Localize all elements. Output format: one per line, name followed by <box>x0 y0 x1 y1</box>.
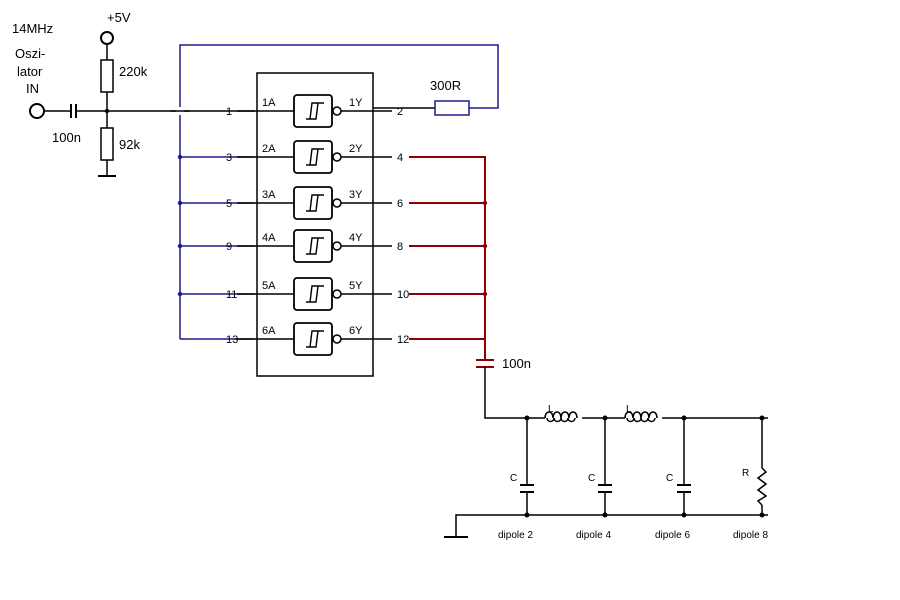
pin-number: 1 <box>226 106 232 118</box>
capacitor-label: C <box>588 473 595 484</box>
gate-output-label: 6Y <box>349 325 363 337</box>
capacitor-label: C <box>666 473 673 484</box>
resistor-300r-icon <box>434 100 470 116</box>
inverter-gate: 5 6 3A 3Y <box>226 186 403 220</box>
frequency-label: 14MHz <box>12 21 53 36</box>
supply-terminal-icon <box>100 31 114 45</box>
gate-input-label: 2A <box>262 143 276 155</box>
gate-input-label: 5A <box>262 280 276 292</box>
pin-number: 3 <box>226 152 232 164</box>
input-capacitor-label: 100n <box>52 130 81 145</box>
pin-number: 10 <box>397 289 409 301</box>
supply-label: +5V <box>107 10 131 25</box>
oscillator-label-3: IN <box>26 81 39 96</box>
gate-input-label: 3A <box>262 189 276 201</box>
inverter-gate: 3 4 2A 2Y <box>226 140 403 174</box>
pin-number: 12 <box>397 334 409 346</box>
gate-output-label: 3Y <box>349 189 363 201</box>
inverter-gate: 11 10 5A 5Y <box>226 277 409 311</box>
pin-number: 4 <box>397 152 403 164</box>
pin-number: 8 <box>397 241 403 253</box>
inductor-icon <box>624 411 658 423</box>
pin-number: 5 <box>226 198 232 210</box>
schmitt-trigger-icon <box>293 277 333 311</box>
gate-input-label: 1A <box>262 97 276 109</box>
pin-number: 2 <box>397 106 403 118</box>
dipole-label: dipole 4 <box>576 530 611 541</box>
resistor-92k-label: 92k <box>119 137 140 152</box>
dipole-label: dipole 6 <box>655 530 690 541</box>
schmitt-trigger-icon <box>293 94 333 128</box>
oscillator-label-1: Oszi- <box>15 46 45 61</box>
output-bus <box>409 156 494 368</box>
gate-output-label: 1Y <box>349 97 363 109</box>
inverter-gate: 9 8 4A 4Y <box>226 229 403 263</box>
gate-input-label: 4A <box>262 232 276 244</box>
schmitt-trigger-icon <box>293 229 333 263</box>
dipole-label: dipole 2 <box>498 530 533 541</box>
input-capacitor-icon <box>70 104 77 118</box>
schmitt-trigger-icon <box>293 140 333 174</box>
gate-output-label: 5Y <box>349 280 363 292</box>
oscillator-label-2: lator <box>17 64 43 79</box>
dipole-label: dipole 8 <box>733 530 768 541</box>
pin-number: 9 <box>226 241 232 253</box>
resistor-220k-icon <box>100 59 114 93</box>
output-capacitor-label: 100n <box>502 356 531 371</box>
resistor-label: R <box>742 468 749 479</box>
resistor-92k-icon <box>100 127 114 161</box>
inductor-icon <box>544 411 578 423</box>
resistor-220k-label: 220k <box>119 64 148 79</box>
capacitor-label: C <box>510 473 517 484</box>
schmitt-trigger-icon <box>293 322 333 356</box>
pin-number: 6 <box>397 198 403 210</box>
inverter-gate: 1 2 1A 1Y <box>226 94 403 128</box>
gate-output-label: 2Y <box>349 143 363 155</box>
gate-output-label: 4Y <box>349 232 363 244</box>
pin-number: 11 <box>226 289 237 301</box>
inductor-label: L <box>626 404 632 415</box>
pin-number: 13 <box>226 334 238 346</box>
schmitt-trigger-icon <box>293 186 333 220</box>
inverter-gate: 13 12 6A 6Y <box>226 322 409 356</box>
resistor-300r-label: 300R <box>430 78 461 93</box>
gate-input-label: 6A <box>262 325 276 337</box>
resistor-load-icon <box>756 467 768 506</box>
inductor-label: L <box>548 404 554 415</box>
input-terminal-icon <box>29 103 45 119</box>
filter-network <box>455 367 768 537</box>
